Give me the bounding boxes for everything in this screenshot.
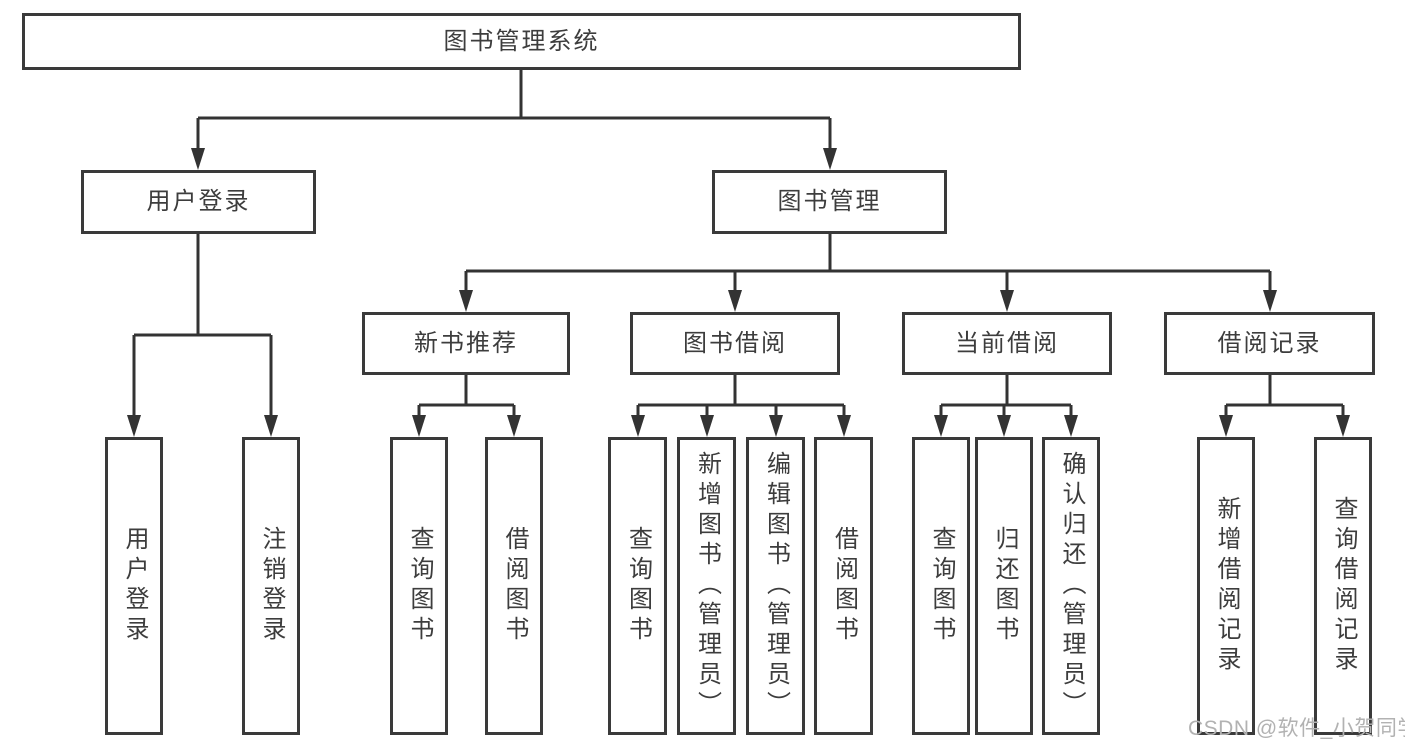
node-user-login: 用户登录 <box>81 170 316 234</box>
connector-root-children <box>191 70 837 170</box>
node-book-borrow: 图书借阅 <box>630 312 840 375</box>
arrowhead <box>934 415 948 437</box>
connector-borrow-records-children <box>1219 375 1350 437</box>
arrowhead <box>728 290 742 312</box>
connector-user-login-children <box>127 234 278 437</box>
arrowhead <box>1263 290 1277 312</box>
node-logout-action: 注销登录 <box>242 437 300 735</box>
node-root: 图书管理系统 <box>22 13 1021 70</box>
arrowhead <box>1336 415 1350 437</box>
node-confirm-return-admin: 确认归还（管理员） <box>1042 437 1100 735</box>
node-query-books-borrow: 查询图书 <box>608 437 667 735</box>
arrowhead <box>412 415 426 437</box>
node-query-books-recommend: 查询图书 <box>390 437 448 735</box>
node-user-login-action: 用户登录 <box>105 437 163 735</box>
node-borrow-records: 借阅记录 <box>1164 312 1375 375</box>
arrowhead <box>700 415 714 437</box>
node-query-books-current: 查询图书 <box>912 437 970 735</box>
arrowhead <box>837 415 851 437</box>
connector-book-management-children <box>459 234 1277 312</box>
node-add-books-admin: 新增图书（管理员） <box>677 437 736 735</box>
node-edit-books-admin: 编辑图书（管理员） <box>746 437 805 735</box>
arrowhead <box>769 415 783 437</box>
node-new-book-recommend: 新书推荐 <box>362 312 570 375</box>
node-return-books: 归还图书 <box>975 437 1033 735</box>
arrowhead <box>1064 415 1078 437</box>
arrowhead <box>459 290 473 312</box>
node-query-borrow-record: 查询借阅记录 <box>1314 437 1372 735</box>
connector-new-book-recommend-children <box>412 375 521 437</box>
node-borrow-books-borrow: 借阅图书 <box>814 437 873 735</box>
arrowhead <box>264 415 278 437</box>
arrowhead <box>1219 415 1233 437</box>
node-book-management: 图书管理 <box>712 170 947 234</box>
connector-current-borrow-children <box>934 375 1078 437</box>
arrowhead <box>507 415 521 437</box>
connector-book-borrow-children <box>631 375 851 437</box>
node-current-borrow: 当前借阅 <box>902 312 1112 375</box>
arrowhead <box>127 415 141 437</box>
arrowhead <box>997 415 1011 437</box>
arrowhead <box>1000 290 1014 312</box>
arrowhead <box>823 148 837 170</box>
arrowhead <box>631 415 645 437</box>
arrowhead <box>191 148 205 170</box>
node-borrow-books-recommend: 借阅图书 <box>485 437 543 735</box>
csdn-watermark: CSDN @软件_小贺同学 <box>1188 717 1405 740</box>
node-add-borrow-record: 新增借阅记录 <box>1197 437 1255 735</box>
